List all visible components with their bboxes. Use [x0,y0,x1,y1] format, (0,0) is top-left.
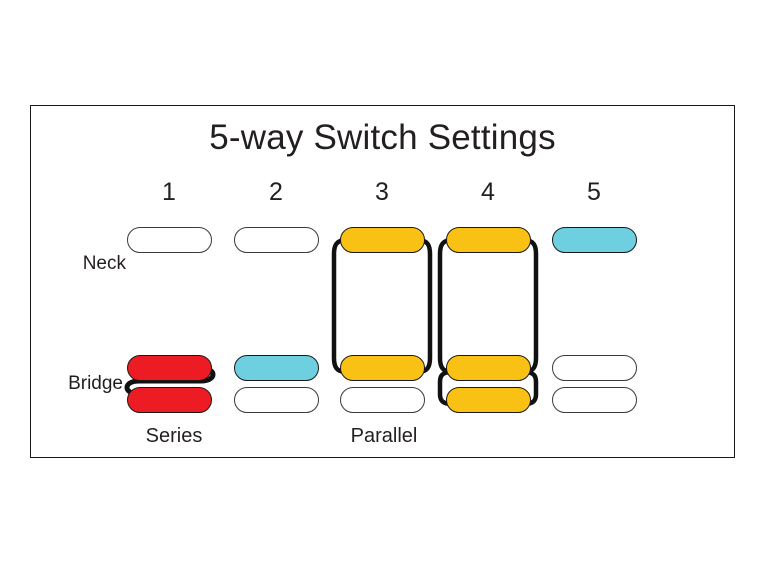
coil-bridge-top-position-2[interactable] [233,355,319,381]
coil-bridge-top-position-1[interactable] [126,355,212,381]
coil-bridge-bottom-position-5[interactable] [551,387,637,413]
column-number-3: 3 [375,178,389,206]
coil-neck-position-3[interactable] [339,227,425,253]
row-label-neck: Neck [82,253,126,274]
parallel-wire-left-upper-column-4 [437,237,455,375]
column-number-5: 5 [587,178,601,206]
column-number-2: 2 [269,178,283,206]
coil-neck-position-5[interactable] [551,227,637,253]
column-number-1: 1 [162,178,176,206]
parallel-wire-left-column-3 [331,237,349,375]
coil-bridge-top-position-4[interactable] [445,355,531,381]
coil-neck-position-1[interactable] [126,227,212,253]
annotation-parallel: Parallel [350,425,418,447]
switch-settings-diagram: 5-way Switch Settings 1 2 3 4 5 Neck Bri… [30,105,735,458]
coil-bridge-bottom-position-4[interactable] [445,387,531,413]
coil-bridge-bottom-position-3[interactable] [339,387,425,413]
coil-bridge-top-position-5[interactable] [551,355,637,381]
coil-neck-position-4[interactable] [445,227,531,253]
coil-bridge-top-position-3[interactable] [339,355,425,381]
coil-neck-position-2[interactable] [233,227,319,253]
annotation-series: Series [145,425,203,447]
page-title: 5-way Switch Settings [209,118,556,157]
coil-bridge-bottom-position-2[interactable] [233,387,319,413]
column-number-4: 4 [481,178,495,206]
row-label-bridge: Bridge [68,373,123,394]
parallel-wire-right-upper-column-4 [521,237,539,375]
coil-bridge-bottom-position-1[interactable] [126,387,212,413]
parallel-wire-right-column-3 [415,237,433,375]
